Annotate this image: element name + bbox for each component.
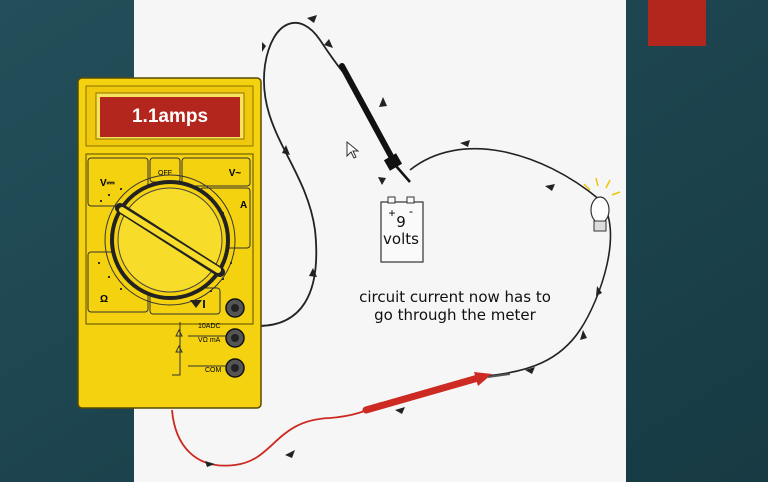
battery-label: 9 volts <box>378 214 424 248</box>
current-arrows <box>205 15 602 467</box>
label-off: OFF <box>158 170 172 177</box>
light-bulb <box>583 177 621 232</box>
accent-block <box>648 0 706 46</box>
black-lead-wire <box>257 22 344 327</box>
label-10adc: 10ADC <box>198 323 221 330</box>
label-amp: A <box>240 200 247 211</box>
battery-unit: volts <box>383 230 419 248</box>
meter-display <box>100 97 240 137</box>
battery-minus: - <box>409 204 413 218</box>
black-probe <box>339 63 411 183</box>
caption-line-1: circuit current now has to <box>359 288 551 306</box>
label-vdc: V⎓ <box>100 178 115 189</box>
caption-line-2: go through the meter <box>374 306 536 324</box>
bulb-wire <box>409 148 612 377</box>
label-vac: V~ <box>229 168 242 179</box>
battery: + - <box>380 196 424 263</box>
slide-caption: circuit current now has to go through th… <box>330 288 580 324</box>
label-vma: VΩ mA <box>198 337 221 344</box>
red-probe <box>362 372 511 414</box>
label-ohm: Ω <box>100 294 108 305</box>
red-lead-wire <box>171 402 381 467</box>
label-com: COM <box>205 367 222 374</box>
mouse-cursor-icon <box>346 140 360 159</box>
meter-display-reading: 1.1amps <box>131 106 209 127</box>
battery-plus: + <box>388 206 395 220</box>
battery-value: 9 <box>396 213 406 231</box>
multimeter: V⎓ OFF V~ Ω A 10ADC VΩ mA COM <box>77 77 262 409</box>
